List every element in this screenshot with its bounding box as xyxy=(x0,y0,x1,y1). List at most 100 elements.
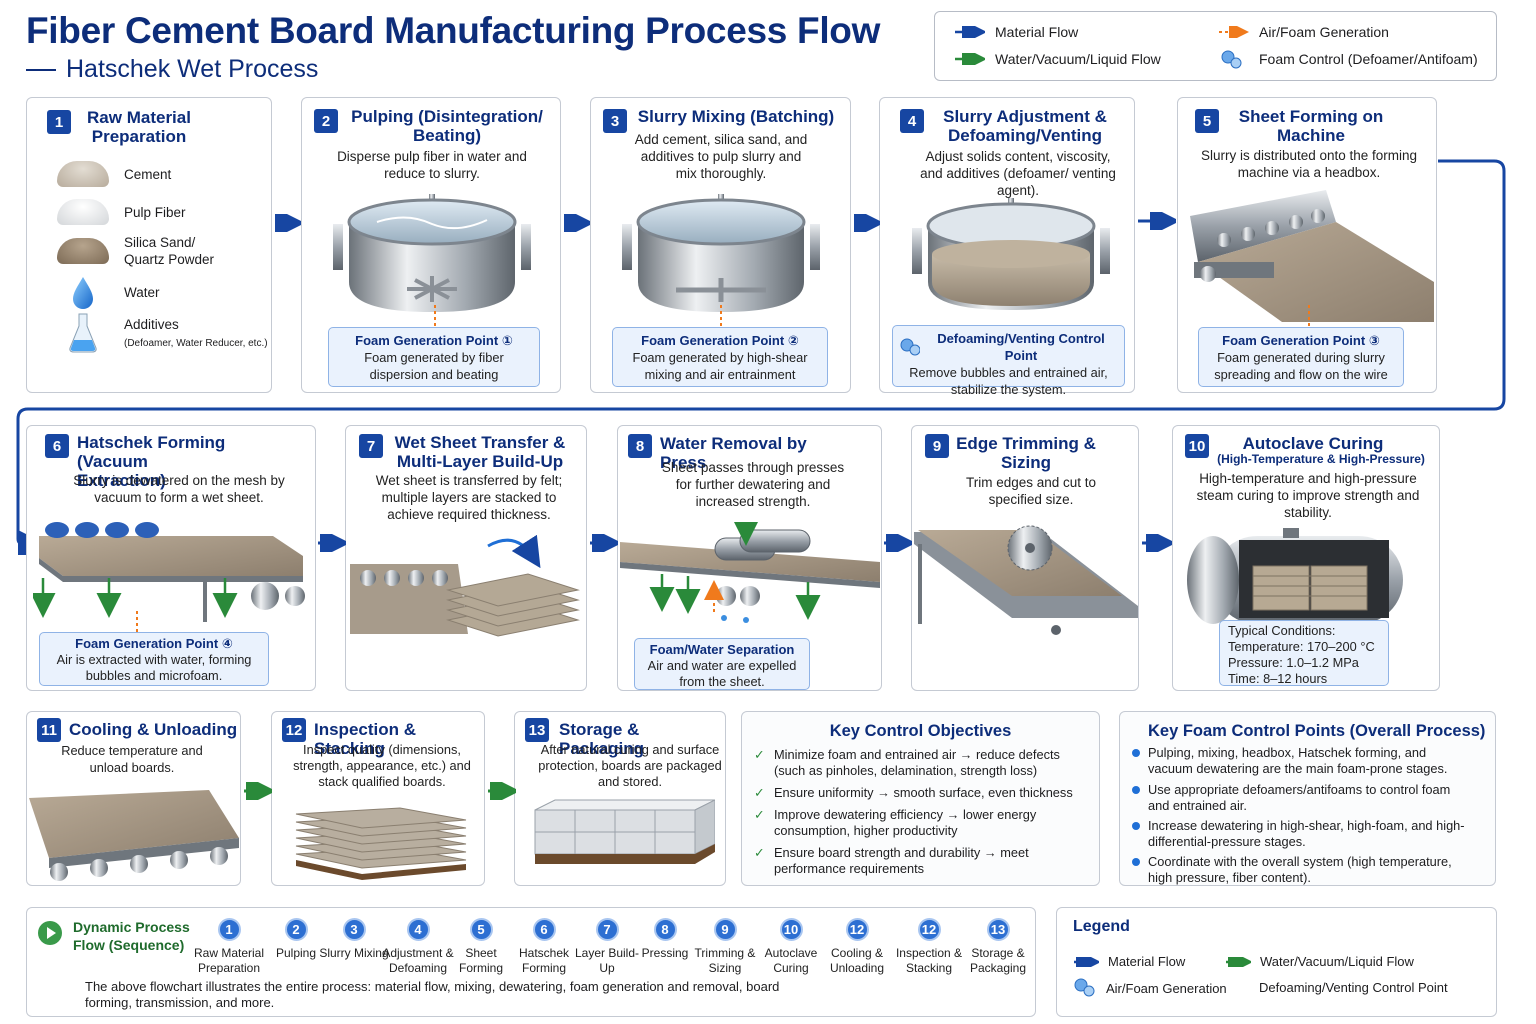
foam-generation-note: Foam Generation Point ① Foam generated b… xyxy=(328,327,540,387)
step-number: 12 xyxy=(282,718,306,742)
foam-generation-note: Foam Generation Point ④ Air is extracted… xyxy=(39,632,269,686)
check-icon: ✓ xyxy=(754,807,765,822)
card-title: Pulping (Disintegration/ Beating) xyxy=(351,107,543,145)
card-title: Sheet Forming on Machine xyxy=(1238,107,1384,145)
card-title: Edge Trimming & Sizing xyxy=(956,434,1096,472)
legend-air-foam: Air/Foam Generation xyxy=(1217,24,1389,40)
bubbles-icon xyxy=(1074,978,1095,997)
step-number: 3 xyxy=(603,109,627,133)
sequence-step-number: 3 xyxy=(342,918,366,941)
card-description: Slurry is distributed onto the forming m… xyxy=(1200,148,1418,180)
flow-arrow-11-12 xyxy=(244,782,272,800)
card-description: After natural curing and surface protect… xyxy=(538,742,722,789)
check-icon: ✓ xyxy=(754,845,765,860)
sequence-step-number: 12 xyxy=(917,918,941,941)
card-storage-packaging: 13 Storage & Packaging After natural cur… xyxy=(514,711,726,886)
foam-water-separation-note: Foam/Water Separation Air and water are … xyxy=(634,638,810,690)
card-description: Wet sheet is transferred by felt; multip… xyxy=(375,473,563,522)
card-title: Wet Sheet Transfer & Multi-Layer Build-U… xyxy=(394,433,566,471)
objective-item: ✓Minimize foam and entrained air → reduc… xyxy=(754,747,1060,778)
sequence-step-label: Trimming & Sizing xyxy=(694,946,756,975)
flow-arrow-1-2 xyxy=(275,214,301,232)
card-sheet-forming: 5 Sheet Forming on Machine Slurry is dis… xyxy=(1177,97,1437,393)
card-title: Cooling & Unloading xyxy=(69,720,238,739)
legend-foam-control: Foam Control (Defoamer/Antifoam) xyxy=(1217,49,1478,69)
sequence-step-label: Slurry Mixing xyxy=(319,946,389,960)
legend-title: Legend xyxy=(1073,918,1130,935)
card-water-removal: 8 Water Removal by Press Sheet passes th… xyxy=(617,425,882,691)
autoclave-vessel-icon xyxy=(1187,528,1403,624)
material-silica-sand: Silica Sand/ Quartz Powder xyxy=(56,234,234,268)
board-stack-icon xyxy=(295,807,467,880)
bullet-dot-icon xyxy=(1132,786,1140,794)
sequence-step-label: Sheet Forming xyxy=(458,946,503,975)
step-number: 10 xyxy=(1185,434,1209,458)
packaged-pallet-icon xyxy=(534,799,715,864)
step-number: 1 xyxy=(47,110,71,134)
headbox-machine-icon xyxy=(1190,190,1434,322)
step-number: 11 xyxy=(37,718,61,742)
objective-item: ✓Improve dewatering efficiency → lower e… xyxy=(754,807,1037,838)
bullet-dot-icon xyxy=(1132,858,1140,866)
panel-title: Key Control Objectives xyxy=(829,722,1012,740)
sequence-step-number: 2 xyxy=(284,918,308,941)
pulper-tank-icon xyxy=(333,194,531,312)
sequence-step-label: Hatschek Forming xyxy=(518,946,570,975)
card-description: Sheet passes through presses for further… xyxy=(661,460,845,509)
mixer-tank-icon xyxy=(622,194,820,312)
card-title: Inspection & Stacking xyxy=(314,720,417,758)
page-title: Fiber Cement Board Manufacturing Process… xyxy=(26,10,881,51)
legend-material-flow: Material Flow xyxy=(1073,954,1185,969)
card-description: Reduce temperature and unload boards. xyxy=(61,743,203,775)
objective-item: ✓Ensure uniformity → smooth surface, eve… xyxy=(754,785,1073,800)
press-rollers-icon xyxy=(620,522,880,623)
check-icon: ✓ xyxy=(754,785,765,800)
material-cement: Cement xyxy=(56,157,171,191)
card-slurry-adjustment: 4 Slurry Adjustment & Defoaming/Venting … xyxy=(879,97,1135,397)
vacuum-forming-machine-icon xyxy=(33,522,305,622)
sand-pile-icon xyxy=(57,238,109,264)
card-hatschek-forming: 6 Hatschek Forming (Vacuum Extraction) S… xyxy=(26,425,316,691)
play-icon[interactable] xyxy=(37,920,63,946)
flow-arrow-8-9 xyxy=(884,534,912,552)
card-description: Inspect quality (dimensions, strength, a… xyxy=(293,742,471,789)
sequence-step-number: 9 xyxy=(713,918,737,941)
step-number: 13 xyxy=(525,718,549,742)
material-water: Water xyxy=(56,275,160,309)
legend-material-flow: Material Flow xyxy=(953,24,1078,40)
material-pulp-fiber: Pulp Fiber xyxy=(56,195,186,229)
step-number: 9 xyxy=(925,434,949,458)
material-additives: Additives(Defoamer, Water Reducer, etc.) xyxy=(56,313,268,353)
bullet-dot-icon xyxy=(1132,749,1140,757)
bubbles-icon xyxy=(1221,50,1242,69)
flow-connector-5-6 xyxy=(16,159,1506,555)
sequence-step-number: 13 xyxy=(986,918,1010,941)
foam-arrow-icon xyxy=(434,302,436,326)
key-foam-control-panel: Key Foam Control Points (Overall Process… xyxy=(1119,711,1496,886)
bubbles-icon xyxy=(900,338,920,356)
key-control-objectives-panel: Key Control Objectives ✓Minimize foam an… xyxy=(741,711,1100,886)
sequence-step-number: 8 xyxy=(653,918,677,941)
blue-arrow-icon xyxy=(1074,956,1099,967)
green-arrow-icon xyxy=(955,53,985,65)
sequence-step-number: 1 xyxy=(217,918,241,941)
pulp-fiber-pile-icon xyxy=(57,199,109,225)
objective-item: ✓Ensure board strength and durability → … xyxy=(754,845,1029,876)
card-subtitle: (High-Temperature & High-Pressure) xyxy=(1217,452,1425,466)
foam-point-item: Increase dewatering in high-shear, high-… xyxy=(1132,818,1472,850)
cooling-conveyor-icon xyxy=(29,790,239,881)
sequence-step-number: 12 xyxy=(845,918,869,941)
typical-conditions-note: Typical Conditions: Temperature: 170–200… xyxy=(1219,620,1389,686)
card-edge-trimming: 9 Edge Trimming & Sizing Trim edges and … xyxy=(911,425,1139,691)
sequence-step-label: Adjustment & Defoaming xyxy=(382,946,454,975)
sequence-step-number: 4 xyxy=(406,918,430,941)
blue-arrow-icon xyxy=(955,26,985,38)
